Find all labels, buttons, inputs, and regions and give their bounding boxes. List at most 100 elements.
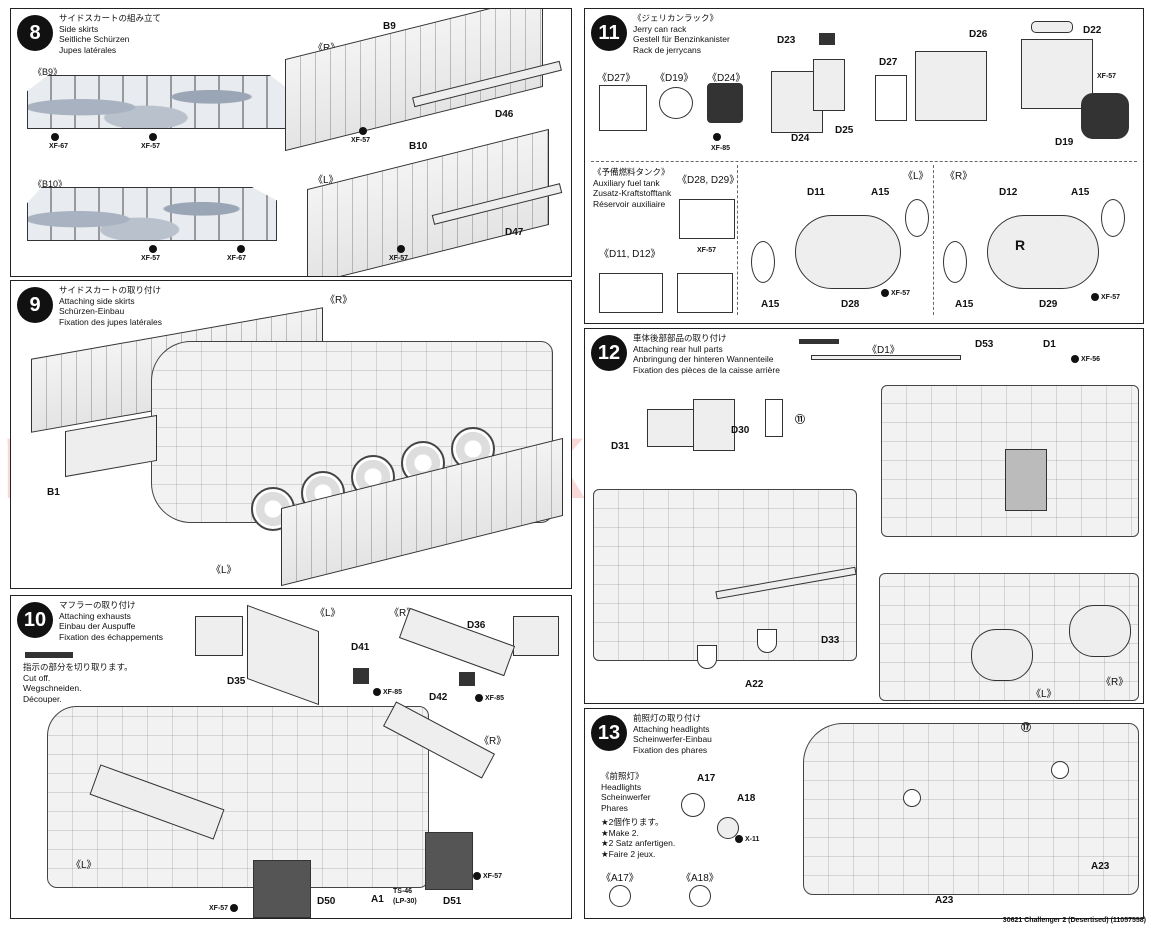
l-tag: 《L》 [71,860,97,871]
r-mark: R [1015,237,1026,253]
part-b1: B1 [47,487,60,498]
part-a15: A15 [1071,187,1090,198]
part-a17: A17 [697,773,716,784]
l-tag: 《L》 [313,175,339,186]
fuel-drum-l-installed [971,629,1033,681]
d11-d12-tag: 《D11, D12》 [599,249,661,260]
part-d27-detail [599,85,647,131]
b9-tag: 《B9》 [33,67,63,77]
paint-label: XF-85 [711,145,731,152]
step-number: 9 [17,287,53,323]
paint-label [149,133,159,141]
footer-reference: 30621 Challenger 2 (Desertised) (1105755… [1002,917,1146,924]
paint-label [149,245,159,253]
paint-label: XF-57 [351,137,371,144]
d28-d29-detail [679,199,735,239]
exhaust-d35 [247,604,319,706]
end-cap-a15 [905,199,929,237]
part-d36: D36 [467,620,486,631]
part-d50: D50 [317,896,336,907]
part-d46: D46 [495,109,514,120]
part-d51: D51 [443,896,462,907]
part-d30: D30 [731,425,750,436]
paint-label: XF-57 [389,255,409,262]
separator [737,165,738,315]
part-d12: D12 [999,187,1018,198]
knife-icon [25,652,73,658]
part-d41-piece [353,668,369,684]
end-cap-a15 [943,241,967,283]
headlight-a18 [717,817,739,839]
fuel-drum-l [795,215,901,289]
part-a1: A1 [371,894,384,905]
part-a15: A15 [955,299,974,310]
end-cap-a15 [1101,199,1125,237]
part-d42-piece [459,672,475,686]
part-d22: D22 [1083,25,1102,36]
paint-label: (LP-30) [393,898,417,905]
part-d27: D27 [879,57,898,68]
part-d53: D53 [975,339,994,350]
part-d23-piece [819,33,835,45]
jerry-rack-d25 [813,59,845,111]
part-d19: D19 [1055,137,1074,148]
a18-tag: 《A18》 [681,873,719,884]
step-number: 11 [591,15,627,51]
step-number: 12 [591,335,627,371]
ref-step-17: ⑰ [1021,723,1031,734]
paint-label: XF-57 [1097,73,1117,80]
a18-detail [689,885,711,907]
part-a15: A15 [761,299,780,310]
paint-label [359,127,369,135]
headlight-installed [903,789,921,807]
side-skirt-b9 [27,75,291,129]
bracket-d31 [647,409,695,447]
paint-label: XF-85 [475,694,504,702]
l-tag: 《L》 [315,608,341,619]
cut-detail-left [195,616,243,656]
l-tag: 《L》 [211,565,237,576]
fuel-drum-r-installed [1069,605,1131,657]
part-d23: D23 [777,35,796,46]
part-d22-piece [1031,21,1073,33]
part-d26: D26 [969,29,988,40]
l-tag: 《L》 [1031,689,1057,700]
exhaust-d36 [398,607,516,677]
part-d11: D11 [807,187,825,198]
rack-d26 [915,51,987,121]
headlight-installed [1051,761,1069,779]
paint-label: XF-67 [227,255,247,262]
fuel-drum-attach [1005,449,1047,511]
d1-tag: 《D1》 [867,345,900,356]
hook-a22 [697,645,717,669]
part-d41: D41 [351,642,370,653]
r-tag: 《R》 [389,608,417,619]
step-number: 10 [17,602,53,638]
paint-label: XF-57 [141,143,161,150]
end-cap-a15 [751,241,775,283]
paint-label [237,245,247,253]
paint-label: XF-57 [473,872,502,880]
paint-label: XF-57 [209,904,240,912]
a17-detail [609,885,631,907]
part-d31: D31 [611,441,630,452]
part-a22: A22 [745,679,764,690]
knife-icon [799,339,839,344]
paint-label: XF-56 [1071,355,1100,363]
separator [933,165,934,315]
part-d29: D29 [1039,299,1058,310]
paint-label: XF-57 [1091,293,1120,301]
aux-frame-detail [677,273,733,313]
paint-label: TS-46 [393,888,413,895]
